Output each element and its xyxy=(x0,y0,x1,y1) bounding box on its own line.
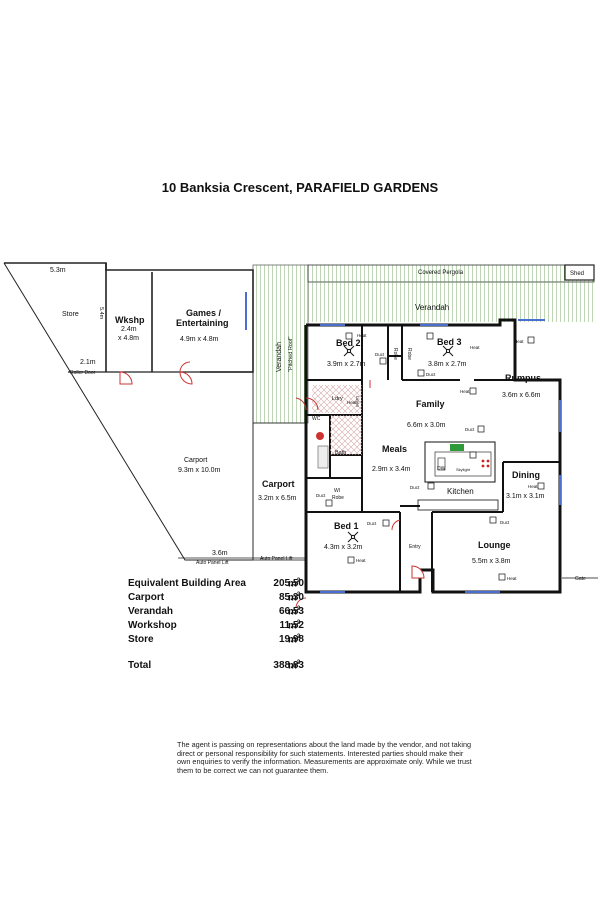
bed1-label: Bed 1 xyxy=(334,521,359,531)
bed2-label: Bed 2 xyxy=(336,338,361,348)
bed1-size: 4.3m x 3.2m xyxy=(324,544,363,551)
kitchen-bench xyxy=(424,441,496,483)
svg-text:Heat: Heat xyxy=(347,400,357,405)
verandah-side-area xyxy=(252,264,309,424)
auto-panel-lift-2: Auto Panel Lift xyxy=(260,556,293,562)
carport-small-size: 3.2m x 6.5m xyxy=(258,495,297,502)
kitchen-label: Kitchen xyxy=(447,487,474,496)
svg-text:Heat: Heat xyxy=(460,389,470,394)
svg-text:Duct: Duct xyxy=(410,485,420,490)
auto-panel-lift-1: Auto Panel Lift xyxy=(196,560,229,566)
rumpus-label: Rumpus xyxy=(505,373,541,383)
shed-label: Shed xyxy=(570,271,584,277)
wkshp-size-b: x 4.8m xyxy=(118,335,139,342)
svg-text:Heat: Heat xyxy=(507,576,517,581)
svg-text:Duct: Duct xyxy=(426,372,436,377)
hvac-labels: Heat Duct Heat Duct Heat Heat Duct Duct … xyxy=(316,333,538,581)
carport-big-dim: 3.6m xyxy=(212,550,228,557)
dining-label: Dining xyxy=(512,470,540,480)
svg-text:Heat: Heat xyxy=(357,333,367,338)
meals-label: Meals xyxy=(382,444,407,454)
ldry-label: Ldry xyxy=(332,396,343,402)
duct-vents xyxy=(325,332,545,581)
skylight-label: Skylight xyxy=(456,467,471,472)
svg-text:Duct: Duct xyxy=(465,427,475,432)
store-dim-top: 5.3m xyxy=(50,267,66,274)
games-size: 4.9m x 4.8m xyxy=(180,336,219,343)
wkshp-label: Wkshp xyxy=(115,315,145,325)
robe-label: Robe xyxy=(392,348,398,360)
carport-big-label: Carport xyxy=(184,457,207,464)
lounge-label: Lounge xyxy=(478,540,511,550)
rumpus-size: 3.6m x 6.6m xyxy=(502,392,541,399)
wi-robe-label: Robe xyxy=(332,495,344,501)
dw-label: DW xyxy=(437,466,446,472)
verandah-label: Verandah xyxy=(415,303,449,312)
linen-label: Linen xyxy=(355,396,360,408)
bed2-size: 3.9m x 2.7m xyxy=(327,361,366,368)
games-label-b: Entertaining xyxy=(176,318,229,328)
wi-label: WI xyxy=(334,488,340,494)
robe-label-2: Robe xyxy=(406,348,412,360)
lounge-size: 5.5m x 3.8m xyxy=(472,558,511,565)
svg-text:Duct: Duct xyxy=(500,520,510,525)
svg-text:Duct: Duct xyxy=(375,352,385,357)
store-dim-side: 5.4m xyxy=(98,307,104,320)
carport-boundary xyxy=(3,262,253,561)
meals-size: 2.9m x 3.4m xyxy=(372,466,411,473)
page-title: 10 Banksia Crescent, PARAFIELD GARDENS xyxy=(161,180,439,195)
bath-label: Bath xyxy=(335,450,346,456)
svg-text:Heat: Heat xyxy=(470,345,480,350)
dining-size: 3.1m x 3.1m xyxy=(506,493,545,500)
wkshp-size-a: 2.4m xyxy=(121,326,137,333)
roller-door-label: Roller Door xyxy=(70,370,96,376)
gate-label: Gate xyxy=(575,576,586,582)
games-label-a: Games / xyxy=(186,308,222,318)
pergola-label: Covered Pergola xyxy=(418,270,464,276)
verandah-side-note: "Pitched Roof" xyxy=(288,337,294,372)
family-label: Family xyxy=(416,399,445,409)
verandah-area xyxy=(253,282,593,322)
house-walls xyxy=(304,318,562,594)
svg-text:Heat: Heat xyxy=(528,484,538,489)
bed3-label: Bed 3 xyxy=(437,337,462,347)
ceiling-fans xyxy=(343,345,454,543)
store-label: Store xyxy=(62,311,79,318)
carport-small-label: Carport xyxy=(262,479,295,489)
store-dim-bottom: 2.1m xyxy=(80,359,96,366)
carport-small xyxy=(252,422,307,561)
svg-text:Heat: Heat xyxy=(514,339,524,344)
entry-label: Entry xyxy=(409,544,421,550)
svg-text:Heat: Heat xyxy=(356,558,366,563)
family-size: 6.6m x 3.0m xyxy=(407,422,446,429)
disclaimer-text: The agent is passing on representations … xyxy=(177,740,472,775)
shed-box xyxy=(564,264,595,281)
carport-big-size: 9.3m x 10.0m xyxy=(178,467,221,474)
svg-text:Duct: Duct xyxy=(316,493,326,498)
wc-label: WC xyxy=(312,416,321,422)
bed3-size: 3.8m x 2.7m xyxy=(428,361,467,368)
svg-text:Duct: Duct xyxy=(367,521,377,526)
verandah-side-label: Verandah xyxy=(276,342,283,372)
